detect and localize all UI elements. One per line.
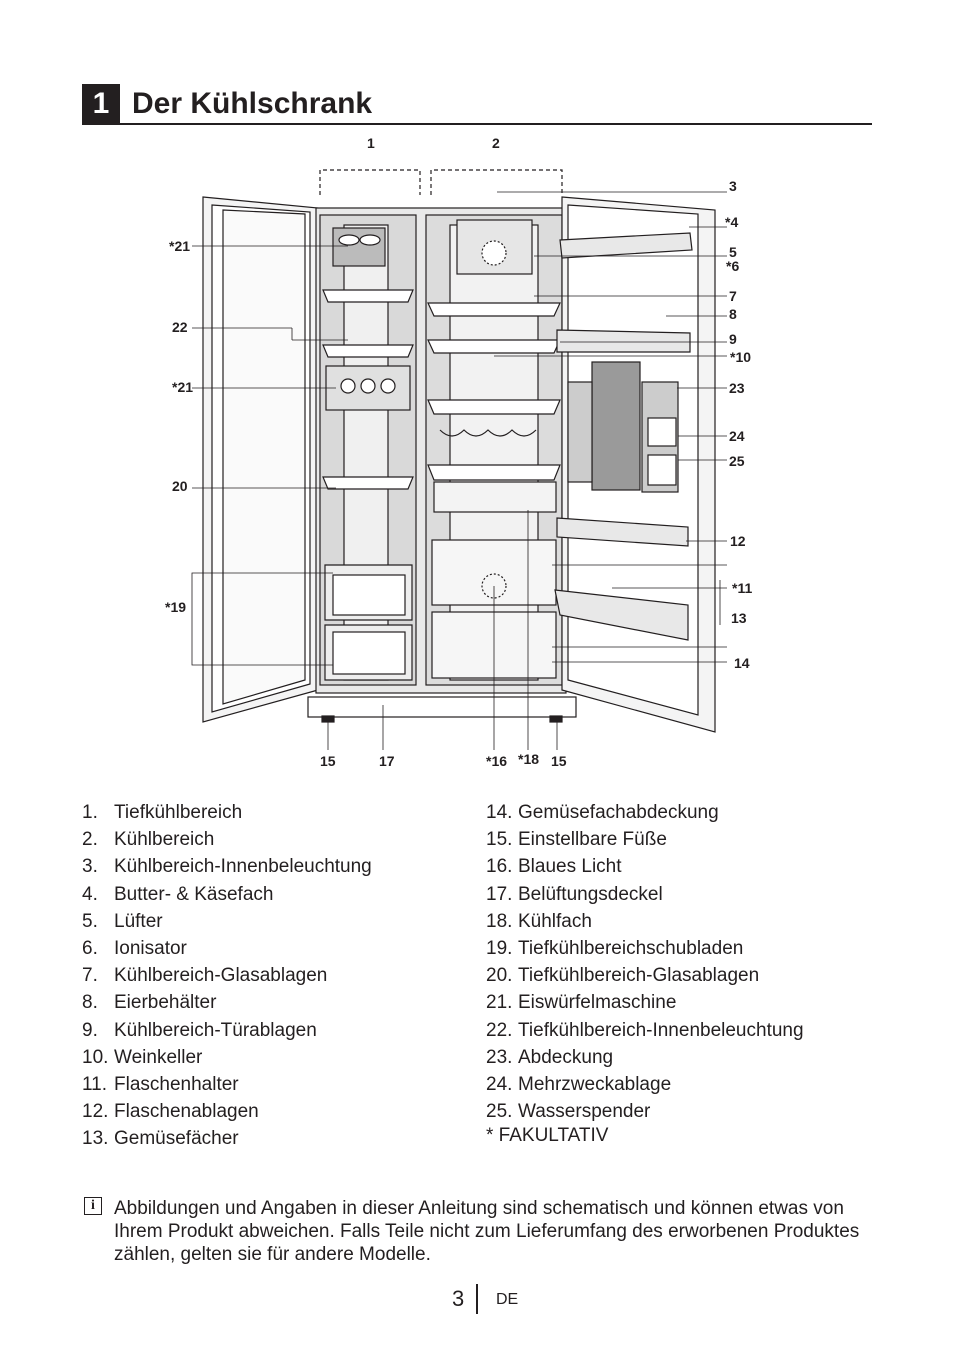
list-item: 16.Blaues Licht <box>486 856 622 878</box>
list-item: 11.Flaschenhalter <box>82 1074 239 1096</box>
freezer-bracket <box>319 169 421 195</box>
callout-label: *19 <box>165 599 186 615</box>
callout-label: 15 <box>320 753 336 769</box>
list-item: 8.Eierbehälter <box>82 992 217 1014</box>
callout-label: *16 <box>486 753 507 769</box>
list-item: 10.Weinkeller <box>82 1046 203 1068</box>
freezer-shelf <box>322 289 414 303</box>
list-item: 15.Einstellbare Füße <box>486 829 667 851</box>
callout-label: *21 <box>169 238 190 254</box>
butter-compartment <box>559 232 693 259</box>
callout-label: *10 <box>730 349 751 365</box>
list-item: 4.Butter- & Käsefach <box>82 883 274 905</box>
callout-label: 14 <box>734 655 750 671</box>
page-number: 3 <box>452 1286 465 1311</box>
icemaker-top <box>332 227 386 267</box>
list-item: 5.Lüfter <box>82 910 163 932</box>
list-item: 14.Gemüsefachabdeckung <box>486 802 719 823</box>
callout-label: 2 <box>492 135 500 151</box>
callout-label: 17 <box>379 753 395 769</box>
callout-label: *4 <box>725 214 738 230</box>
list-item: 13.Gemüsefächer <box>82 1128 239 1150</box>
callout-label: 9 <box>729 331 737 347</box>
water-dispenser <box>591 361 641 491</box>
footer-divider <box>476 1284 478 1314</box>
parts-list-left: 1.Tiefkühlbereich 2.Kühlbereich 3.Kühlbe… <box>82 799 372 1153</box>
callout-label: 5 <box>729 244 737 260</box>
list-item: 3.Kühlbereich-Innenbeleuchtung <box>82 856 372 878</box>
callout-label: 13 <box>731 610 747 626</box>
list-item: 1.Tiefkühlbereich <box>82 802 243 823</box>
chiller-drawer <box>433 481 557 513</box>
list-item: 6.Ionisator <box>82 938 187 960</box>
list-item: 9.Kühlbereich-Türablagen <box>82 1019 317 1041</box>
vegetable-bin <box>554 589 689 641</box>
callout-label: 7 <box>729 288 737 304</box>
callout-label: 3 <box>729 178 737 194</box>
list-item: 22.Tiefkühlbereich-Innenbeleuchtung <box>486 1019 804 1041</box>
language-code: DE <box>496 1291 519 1308</box>
ventilation-cover <box>307 696 577 718</box>
list-item: 21.Eiswürfelmaschine <box>486 992 677 1014</box>
cooler-bracket <box>430 169 563 195</box>
wine-rack <box>427 399 561 415</box>
callout-label: 23 <box>729 380 745 396</box>
section-title: Der Kühlschrank <box>132 87 373 120</box>
callout-label: *21 <box>172 379 193 395</box>
callout-label: 15 <box>551 753 567 769</box>
info-icon: i <box>84 1197 102 1215</box>
list-item: 25.Wasserspender <box>486 1101 651 1123</box>
header-rule <box>82 123 872 125</box>
section-header: 1 Der Kühlschrank <box>82 84 872 125</box>
parts-list-right: 14.Gemüsefachabdeckung 15.Einstellbare F… <box>486 799 804 1146</box>
list-item: 18.Kühlfach <box>486 910 592 932</box>
list-item: 20.Tiefkühlbereich-Glasablagen <box>486 965 760 987</box>
callout-label: 22 <box>172 319 188 335</box>
callout-label: 25 <box>729 453 745 469</box>
callout-label: 1 <box>367 135 375 151</box>
callout-label: *11 <box>732 580 752 596</box>
door-shelf <box>556 329 691 353</box>
callout-label: 12 <box>730 533 746 549</box>
bottle-shelf <box>556 517 689 547</box>
callout-label: 24 <box>729 428 745 444</box>
list-item: 23.Abdeckung <box>486 1046 614 1068</box>
callout-label: *6 <box>726 258 739 274</box>
callout-label: *18 <box>518 751 539 767</box>
list-item: 17.Belüftungsdeckel <box>486 883 663 905</box>
optional-note: * FAKULTATIV <box>486 1125 609 1147</box>
cooler-shelf <box>427 302 561 317</box>
list-item: 7.Kühlbereich-Glasablagen <box>82 965 328 987</box>
note-text: Abbildungen und Angaben in dieser Anleit… <box>114 1198 860 1265</box>
list-item: 2.Kühlbereich <box>82 829 215 851</box>
callout-label: 20 <box>172 478 188 494</box>
list-item: 12.Flaschenablagen <box>82 1101 259 1123</box>
list-item: 24.Mehrzweckablage <box>486 1074 672 1096</box>
callout-label: 8 <box>729 306 737 322</box>
section-number: 1 <box>82 84 120 124</box>
list-item: 19.Tiefkühlbereichschubladen <box>486 938 744 960</box>
